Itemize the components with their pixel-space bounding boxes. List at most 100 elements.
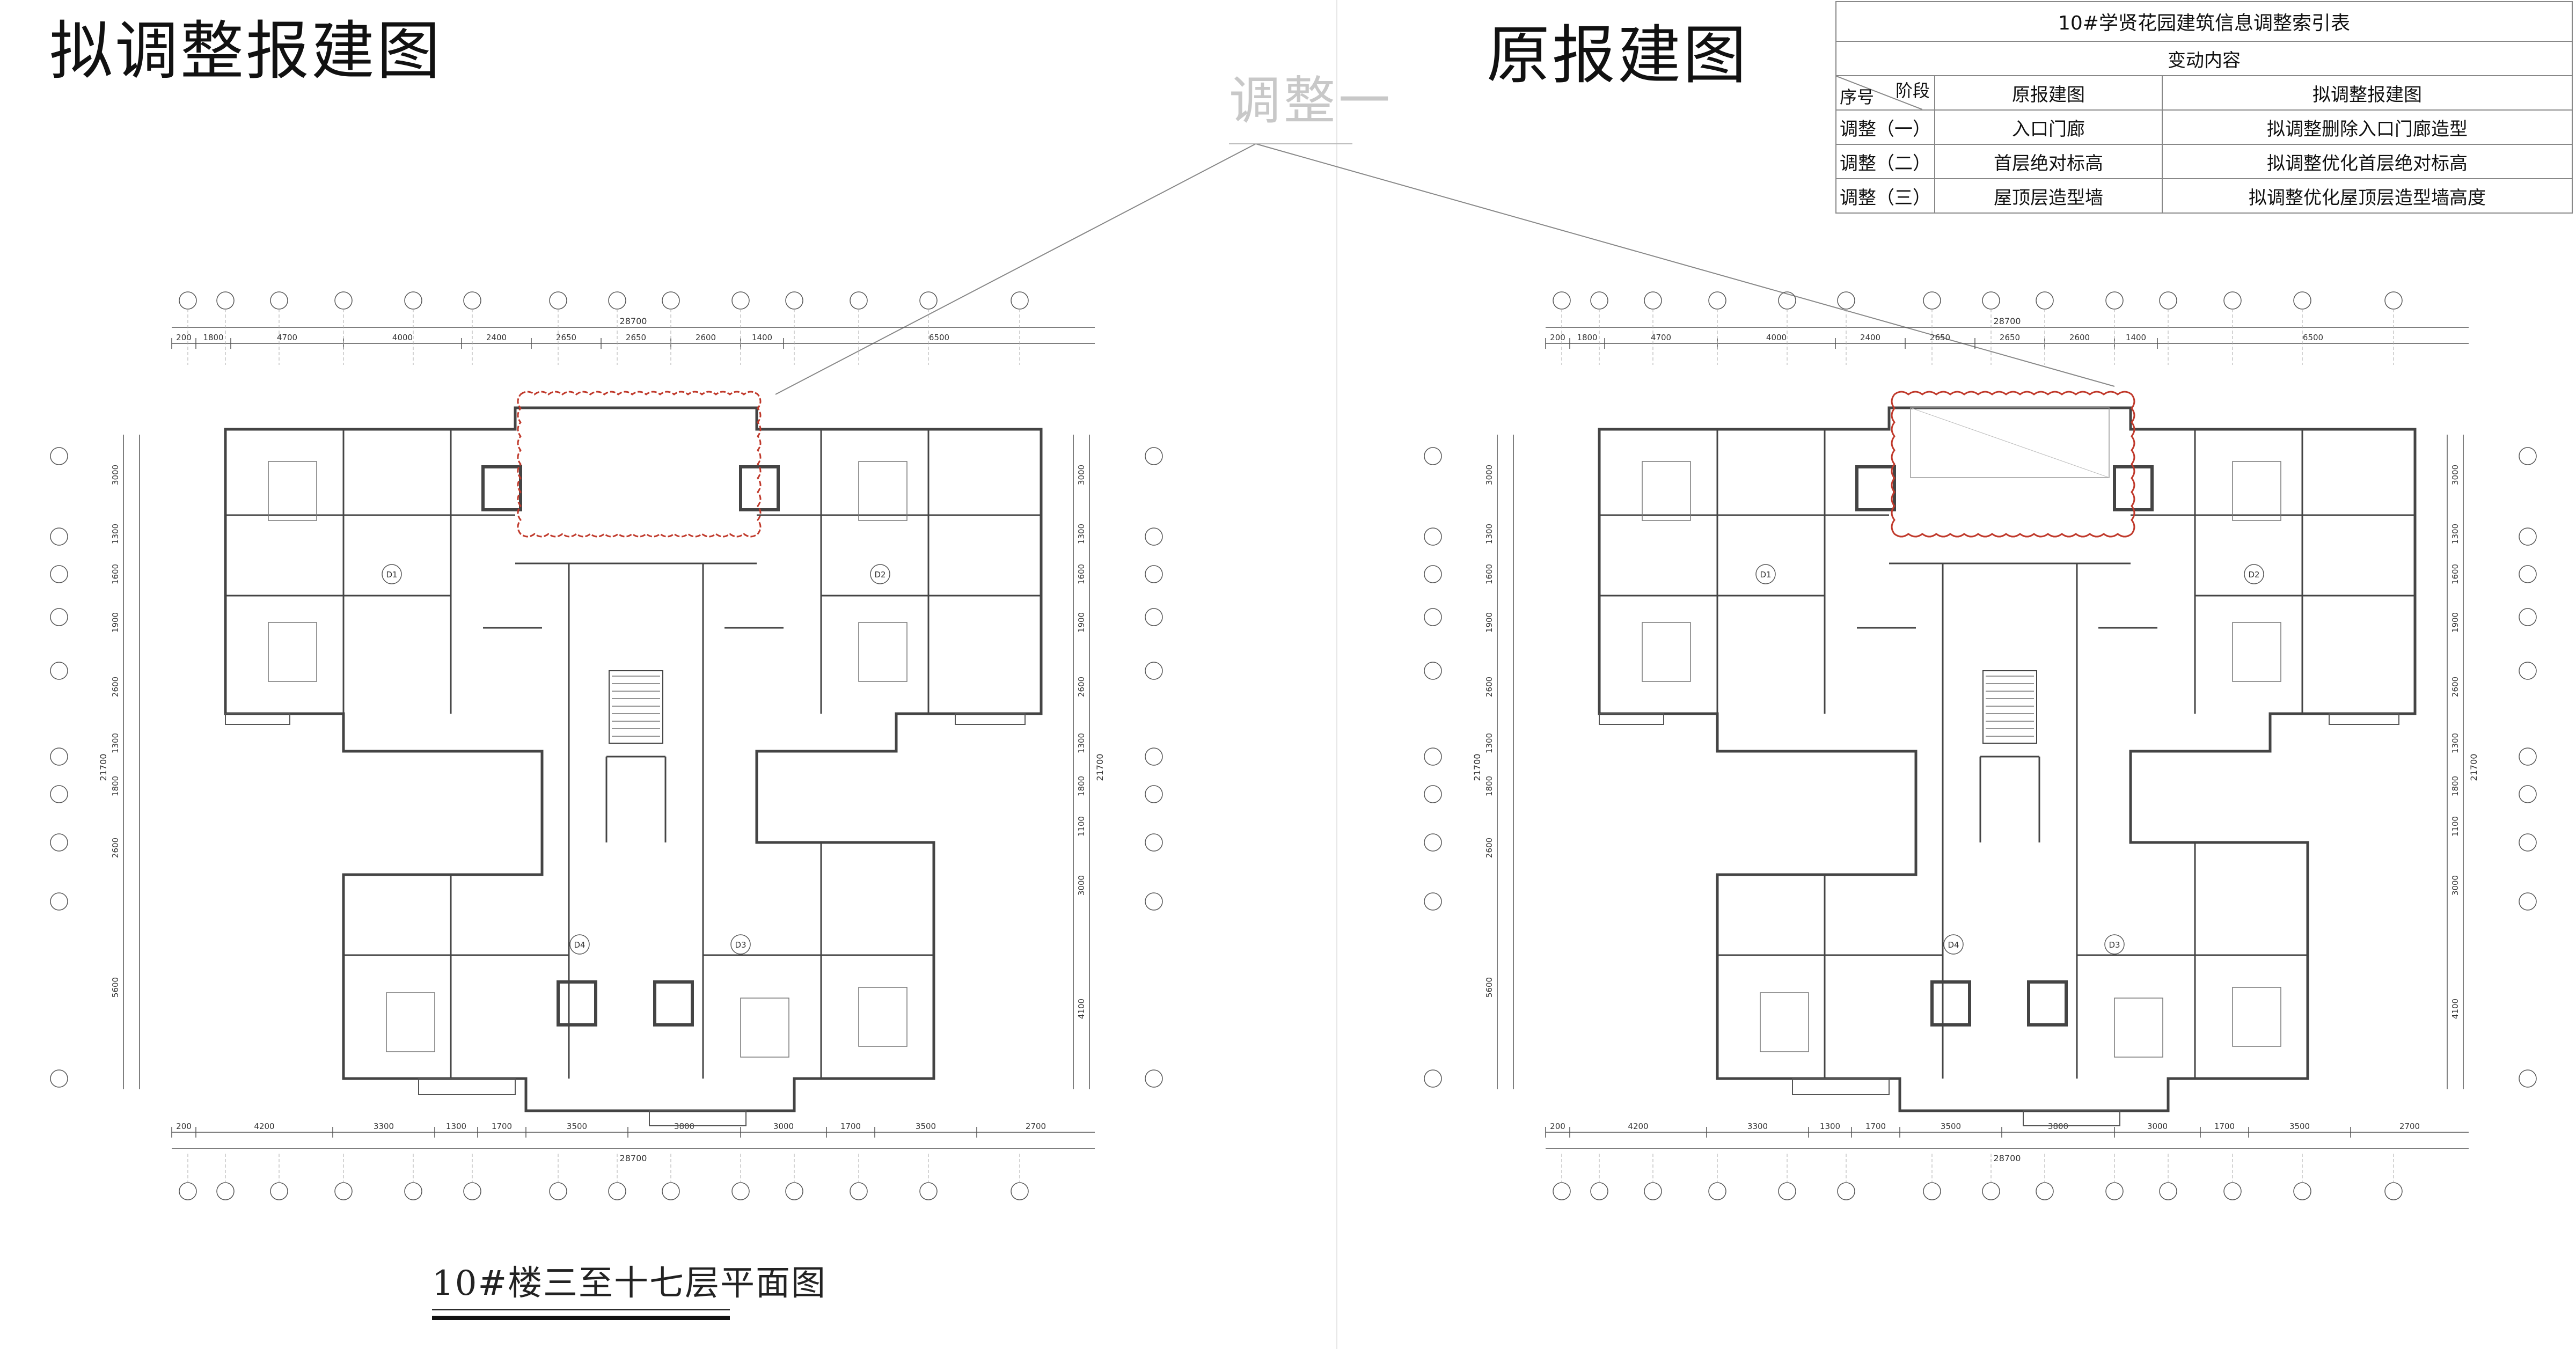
unit-tag: D2 xyxy=(874,570,885,580)
dim-label: 3500 xyxy=(567,1121,587,1131)
grid-bubble xyxy=(2519,785,2537,803)
row-number: 调整（一） xyxy=(1835,109,1935,145)
grid-bubble xyxy=(850,1182,868,1200)
balcony xyxy=(2023,1110,2120,1126)
dim-label: 2600 xyxy=(1484,677,1494,697)
table-row: 调整（一） 入口门廊 拟调整删除入口门廊造型 xyxy=(1835,109,2573,145)
grid-bubble xyxy=(2519,527,2537,546)
dim-label: 1900 xyxy=(1077,612,1086,633)
unit-tag: D1 xyxy=(386,570,397,580)
header-original: 原报建图 xyxy=(1934,75,2163,111)
grid-bubble xyxy=(1778,1182,1796,1200)
dim-label: 4700 xyxy=(1651,333,1671,342)
bed xyxy=(1760,992,1809,1052)
dim-label: 3500 xyxy=(916,1121,936,1131)
grid-bubble xyxy=(1424,833,1442,852)
dim-label: 1300 xyxy=(111,733,120,753)
dim-label: 2650 xyxy=(2000,333,2020,342)
dim-label: 1800 xyxy=(203,333,223,342)
drawing-caption: 10#楼三至十七层平面图 xyxy=(432,1264,827,1303)
dim-label: 2650 xyxy=(626,333,646,342)
grid-bubble xyxy=(2519,892,2537,911)
grid-bubble xyxy=(216,1182,235,1200)
grid-bubble xyxy=(1145,447,1163,465)
grid-bubble xyxy=(2159,1182,2177,1200)
grid-bubble xyxy=(608,1182,626,1200)
dim-label: 1800 xyxy=(111,776,120,796)
overall-dim-bottom: 28700 xyxy=(620,1153,647,1163)
dim-label: 1300 xyxy=(2450,733,2460,753)
grid-bubble xyxy=(404,1182,422,1200)
entrance-porch xyxy=(1910,407,2110,478)
dim-label: 1900 xyxy=(111,612,120,633)
shaft xyxy=(1855,465,1896,511)
row-proposed: 拟调整优化屋顶层造型墙高度 xyxy=(2162,178,2573,214)
bed xyxy=(858,461,908,521)
grid-bubble xyxy=(179,291,197,310)
header-proposed: 拟调整报建图 xyxy=(2162,75,2573,111)
balcony xyxy=(418,1078,516,1095)
balcony xyxy=(225,713,290,725)
dim-label: 4700 xyxy=(277,333,297,342)
dim-label: 6500 xyxy=(929,333,949,342)
dim-label: 1300 xyxy=(111,524,120,544)
unit-tag: D4 xyxy=(1948,940,1959,950)
grid-bubble xyxy=(1982,291,2000,310)
grid-bubble xyxy=(1145,1069,1163,1088)
stair-core xyxy=(1982,670,2037,744)
dim-label: 3000 xyxy=(773,1121,794,1131)
grid-bubble xyxy=(2519,747,2537,766)
grid-bubble xyxy=(549,1182,567,1200)
grid-bubble xyxy=(2384,291,2403,310)
dim-label: 1300 xyxy=(1077,524,1086,544)
grid-bubble xyxy=(1982,1182,2000,1200)
grid-bubble xyxy=(334,291,353,310)
sheet-divider xyxy=(1336,0,1337,1349)
bed xyxy=(2232,461,2281,521)
balcony xyxy=(955,713,1026,725)
grid-bubble xyxy=(50,527,68,546)
dim-label: 200 xyxy=(176,333,192,342)
dim-label: 3300 xyxy=(1747,1121,1768,1131)
grid-bubble xyxy=(2223,291,2242,310)
side-total-left: 21700 xyxy=(98,754,108,781)
grid-bubble xyxy=(731,291,750,310)
dim-label: 4100 xyxy=(1077,999,1086,1019)
grid-bubble xyxy=(1424,747,1442,766)
grid-bubble xyxy=(1708,1182,1726,1200)
grid-bubble xyxy=(2519,833,2537,852)
dim-label: 3000 xyxy=(2450,875,2460,896)
unit-tag-circle xyxy=(382,564,402,584)
grid-bubble xyxy=(850,291,868,310)
grid-bubble xyxy=(50,785,68,803)
side-total-left: 21700 xyxy=(1472,754,1482,781)
grid-bubble xyxy=(463,1182,481,1200)
dim-label: 4200 xyxy=(1628,1121,1648,1131)
grid-bubble xyxy=(1923,291,1941,310)
caption-underline-thin xyxy=(432,1309,730,1310)
bed xyxy=(2232,987,2281,1047)
caption-underline xyxy=(432,1316,730,1320)
grid-bubble xyxy=(785,1182,803,1200)
grid-bubble xyxy=(463,291,481,310)
grid-bubble xyxy=(785,291,803,310)
dim-label: 1700 xyxy=(2214,1121,2235,1131)
exterior-wall xyxy=(224,406,1043,1112)
grid-bubble xyxy=(1837,1182,1855,1200)
grid-bubble xyxy=(2105,1182,2124,1200)
page-title-proposed: 拟调整报建图 xyxy=(49,14,443,88)
grid-bubble xyxy=(1424,565,1442,583)
grid-bubble xyxy=(50,833,68,852)
side-total-right: 21700 xyxy=(2469,754,2479,781)
grid-bubble xyxy=(2519,1069,2537,1088)
dim-label: 2400 xyxy=(1860,333,1880,342)
dim-label: 2600 xyxy=(1077,677,1086,697)
shaft xyxy=(557,980,597,1027)
grid-bubble xyxy=(334,1182,353,1200)
grid-bubble xyxy=(1145,892,1163,911)
dim-label: 1900 xyxy=(2450,612,2460,633)
grid-bubble xyxy=(1145,565,1163,583)
dim-label: 4000 xyxy=(1766,333,1787,342)
row-original: 入口门廊 xyxy=(1934,109,2163,145)
